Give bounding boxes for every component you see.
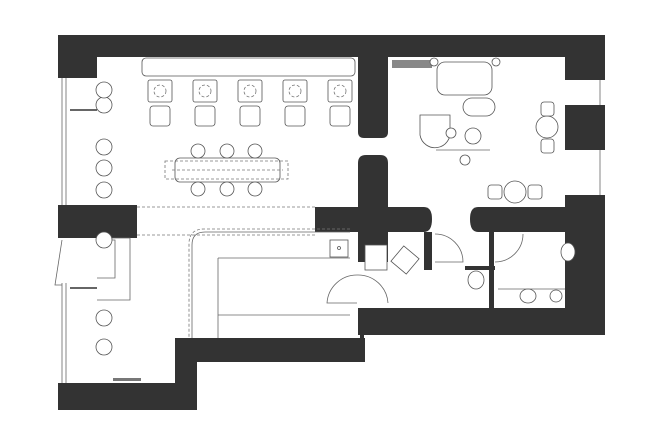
bottom-wall xyxy=(175,338,365,362)
top-right-corner xyxy=(565,35,605,80)
kitchen-counter-outline xyxy=(191,231,350,338)
bench-sofa xyxy=(141,57,356,77)
booth-table xyxy=(192,79,218,103)
bar-stool xyxy=(95,138,113,156)
coffee-table xyxy=(462,97,496,117)
booth-table xyxy=(282,79,308,103)
booth-table xyxy=(147,79,173,103)
bottom-right-wall xyxy=(358,308,605,335)
wc-wall xyxy=(465,266,495,270)
round-table xyxy=(535,115,559,139)
floor-lamp xyxy=(445,127,457,139)
chair xyxy=(219,143,235,159)
chair xyxy=(149,105,171,127)
windows xyxy=(61,78,601,383)
radiator-right xyxy=(392,60,432,68)
chair xyxy=(487,184,503,200)
chair xyxy=(194,105,216,127)
bar-stool xyxy=(95,181,113,199)
bathroom-divider xyxy=(489,232,494,310)
bar-stool xyxy=(95,96,113,114)
chair xyxy=(527,184,543,200)
booth-table xyxy=(237,79,263,103)
right-wall-pier xyxy=(565,105,605,150)
side-lamp xyxy=(491,57,501,67)
top-wall xyxy=(58,35,605,57)
storage-shelf xyxy=(364,244,388,271)
left-wall-pier xyxy=(58,205,137,238)
table-top xyxy=(243,84,257,98)
round-table xyxy=(503,180,527,204)
chair xyxy=(247,181,263,197)
toilet xyxy=(560,242,576,262)
booth-table xyxy=(327,79,353,103)
table-top xyxy=(153,84,167,98)
wc-door-swing xyxy=(494,233,524,263)
storage-box xyxy=(390,245,420,275)
kitchen-door-swing xyxy=(326,274,358,304)
top-left-corner xyxy=(58,35,97,78)
closet-wall xyxy=(424,232,432,270)
left-lower-wall xyxy=(58,383,197,410)
bottom-wall-stub xyxy=(360,335,364,355)
table-top xyxy=(288,84,302,98)
washbasin xyxy=(519,288,537,304)
furniture xyxy=(95,57,559,356)
top-middle-pillar xyxy=(358,35,388,138)
chair xyxy=(540,138,555,154)
closet-door-swing xyxy=(356,274,389,304)
kitchen-counter-edge xyxy=(188,228,350,338)
bar-stool xyxy=(95,81,113,99)
chair xyxy=(190,181,206,197)
bar-stool xyxy=(95,338,113,356)
right-interior-wall xyxy=(470,207,565,232)
table-pendant-outline xyxy=(164,160,289,180)
floor-drain xyxy=(549,289,563,303)
chair xyxy=(284,105,306,127)
round-side-table xyxy=(464,127,482,145)
bar-stool xyxy=(95,309,113,327)
chair xyxy=(247,143,263,159)
entry-counter xyxy=(97,237,131,301)
wc-toilet xyxy=(467,270,485,290)
chair xyxy=(219,181,235,197)
central-cross-wall xyxy=(315,207,432,232)
walls xyxy=(58,35,605,410)
bar-stool xyxy=(95,231,113,249)
plant xyxy=(459,154,471,166)
side-lamp xyxy=(429,57,439,67)
table-top xyxy=(198,84,212,98)
lines xyxy=(54,60,576,381)
armchair-sofa xyxy=(436,61,493,96)
chair xyxy=(329,105,351,127)
chair xyxy=(540,101,555,117)
sink-drain xyxy=(337,246,341,250)
lounge-chair xyxy=(419,114,451,149)
chair xyxy=(190,143,206,159)
chair xyxy=(239,105,261,127)
bathroom-door-swing xyxy=(434,233,464,263)
radiator xyxy=(113,378,141,381)
entrance-door-swing xyxy=(54,239,63,286)
bar-stool xyxy=(95,159,113,177)
table-top xyxy=(333,84,347,98)
